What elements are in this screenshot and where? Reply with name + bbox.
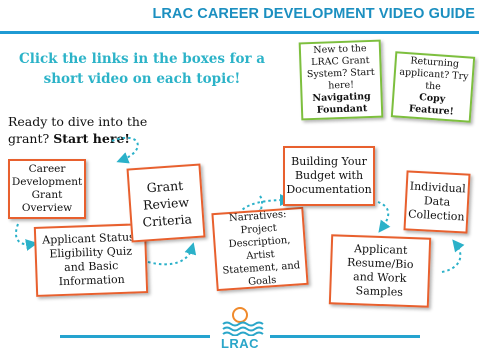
- start-here-label: Start here!: [53, 131, 130, 146]
- returning-applicant-text: Returning applicant? Try the: [398, 55, 469, 93]
- new-user-box[interactable]: New to the LRAC Grant System? Start here…: [298, 39, 384, 121]
- step-grant-review-criteria[interactable]: Grant Review Criteria: [126, 163, 206, 243]
- copy-feature-link[interactable]: Copy Feature!: [408, 92, 455, 118]
- arrow-resume-to-individual: [441, 239, 465, 273]
- lrac-logo: LRAC: [215, 306, 265, 354]
- instructions-text: Click the links in the boxes for a short…: [18, 51, 266, 87]
- returning-applicant-box[interactable]: Returning applicant? Try the Copy Featur…: [390, 51, 476, 123]
- new-user-text: New to the LRAC Grant System? Start here…: [306, 43, 375, 92]
- step-career-development-grant-overview[interactable]: Career Development Grant Overview: [8, 159, 86, 219]
- footer-line-left: [60, 335, 210, 338]
- page-title: LRAC CAREER DEVELOPMENT VIDEO GUIDE: [152, 6, 475, 22]
- navigating-foundant-link[interactable]: Navigating Foundant: [312, 90, 371, 116]
- step-narratives[interactable]: Narratives: Project Description, Artist …: [211, 206, 309, 292]
- arrow-overview-to-status: [14, 223, 38, 251]
- step-label: Building Your Budget with Documentation: [286, 155, 372, 196]
- step-label: Individual Data Collection: [407, 179, 467, 224]
- step-label: Narratives: Project Description, Artist …: [222, 209, 301, 288]
- arrow-budget-to-resume: [377, 201, 391, 233]
- header-rule: [0, 31, 479, 34]
- intro-text: Ready to dive into the grant? Start here…: [8, 113, 168, 147]
- arrow-status-to-review: [147, 242, 197, 266]
- step-label: Grant Review Criteria: [142, 177, 193, 230]
- step-label: Applicant Status, Eligibility Quiz and B…: [42, 230, 139, 289]
- step-individual-data-collection[interactable]: Individual Data Collection: [403, 170, 471, 234]
- step-label: Applicant Resume/Bio and Work Samples: [346, 242, 414, 299]
- step-label: Career Development Grant Overview: [11, 163, 83, 214]
- sun-waves-icon: [222, 307, 264, 337]
- step-resume-bio-work-samples[interactable]: Applicant Resume/Bio and Work Samples: [328, 234, 432, 308]
- footer-line-right: [270, 335, 420, 338]
- step-building-budget[interactable]: Building Your Budget with Documentation: [283, 146, 375, 206]
- logo-text: LRAC: [220, 336, 260, 351]
- intro-prefix: Ready to dive into the grant?: [8, 114, 148, 146]
